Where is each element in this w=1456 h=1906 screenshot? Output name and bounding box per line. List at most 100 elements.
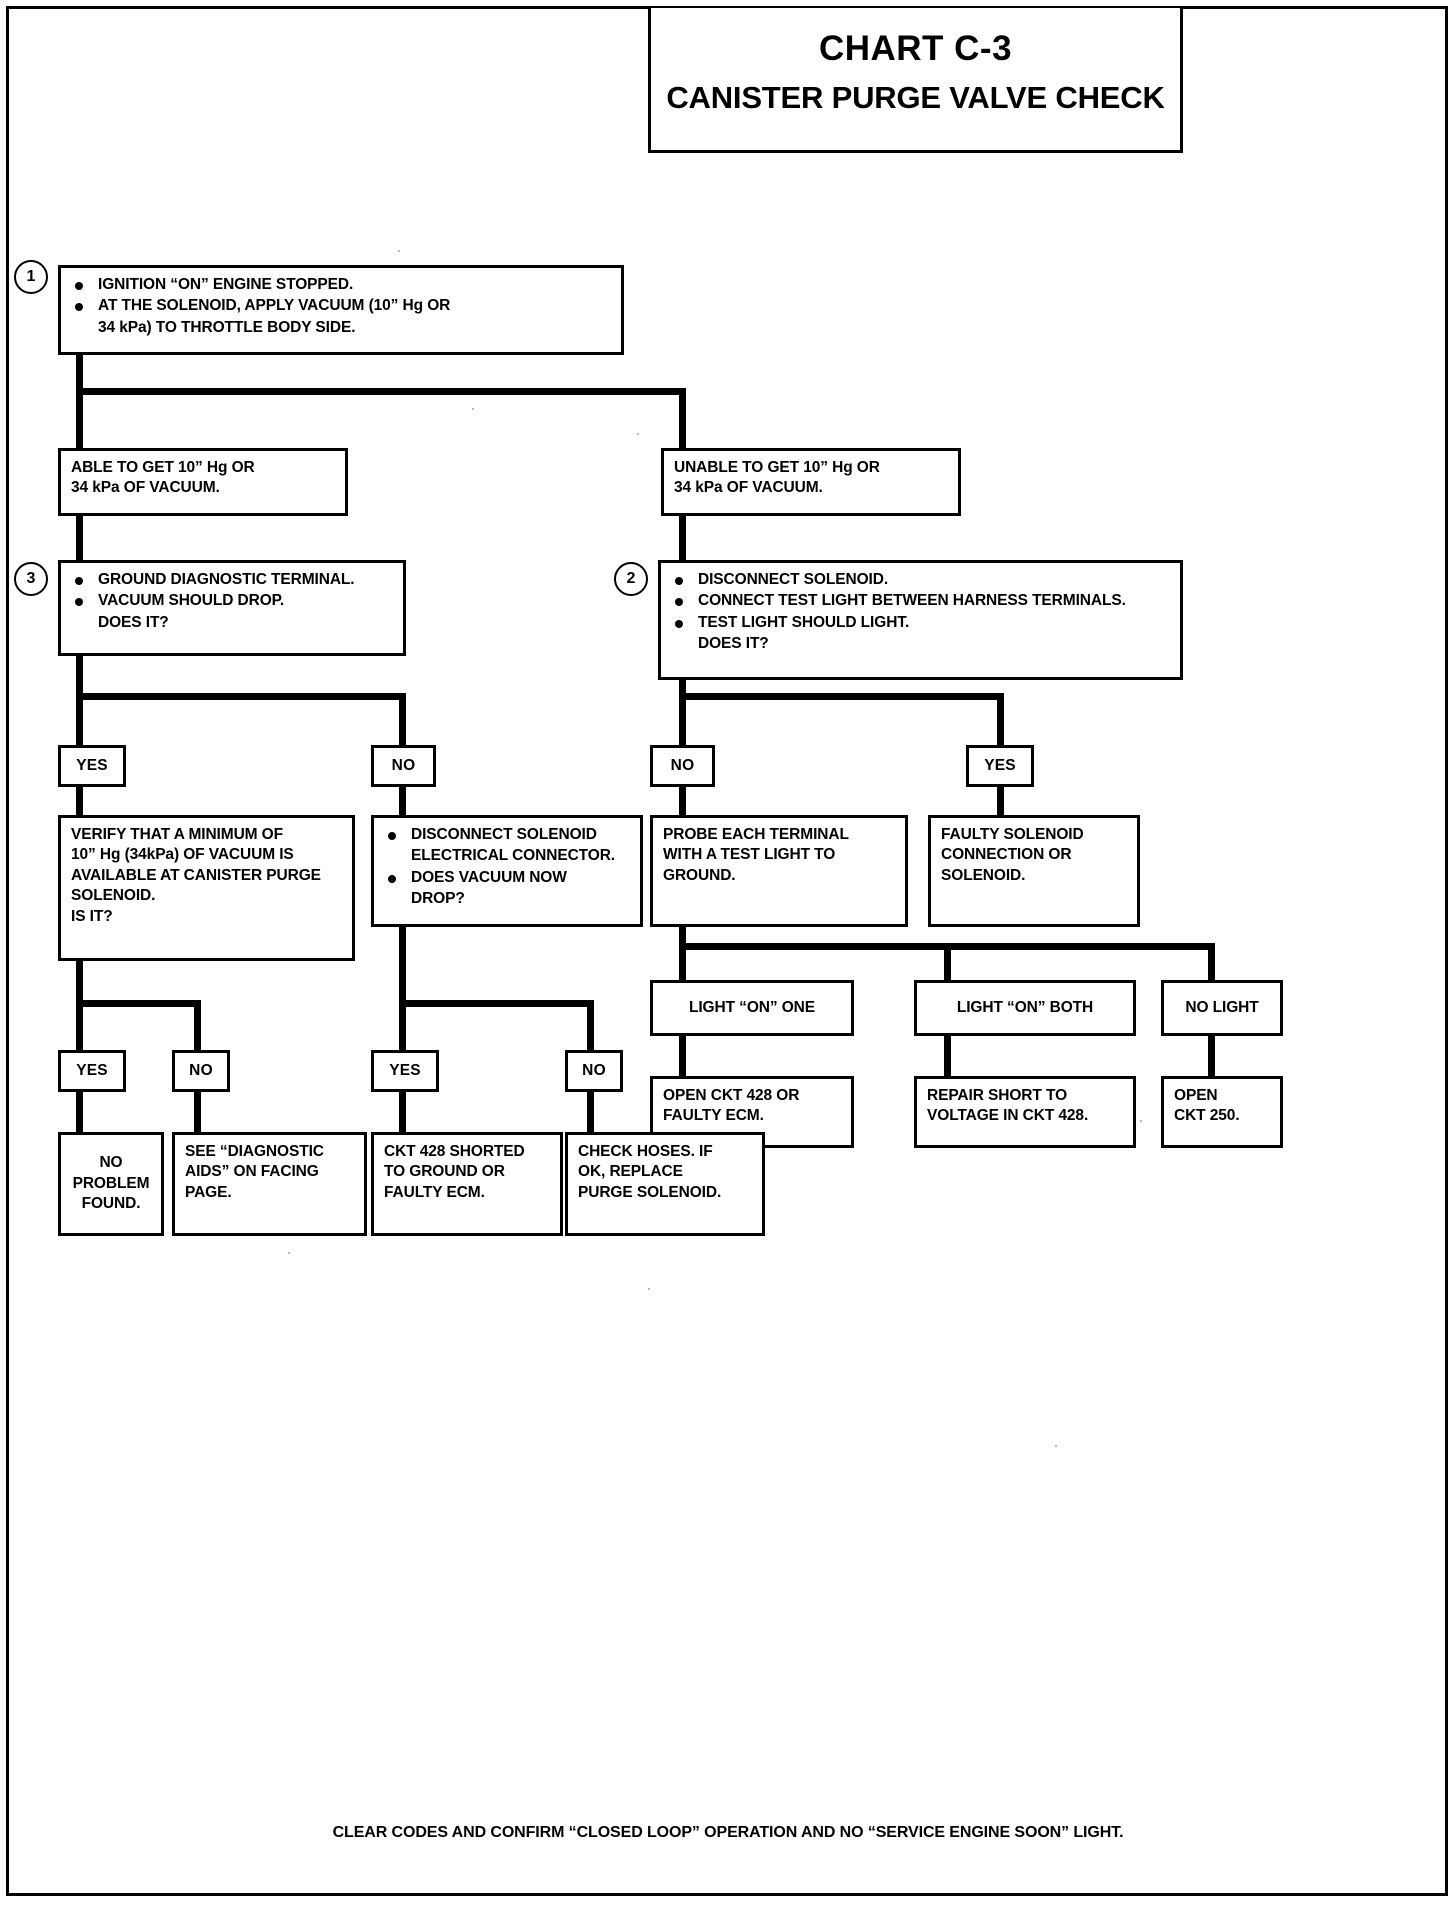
answer-no-disconnect: NO <box>565 1050 623 1092</box>
node-line: LIGHT “ON” BOTH <box>956 998 1094 1016</box>
node-line: FOUND. <box>81 1195 141 1213</box>
node-light-on-one: LIGHT “ON” ONE <box>650 980 854 1036</box>
node-line: OPEN CKT 428 OR <box>663 1087 800 1104</box>
bullet-item: IGNITION “ON” ENGINE STOPPED. <box>71 275 613 295</box>
node-line: PROBE EACH TERMINAL <box>663 826 849 843</box>
connector-disconnect-no <box>587 1000 594 1050</box>
connector-disconnect-yes <box>399 1000 406 1050</box>
connector-step2-yes <box>997 693 1004 745</box>
node-line: FAULTY ECM. <box>663 1107 764 1125</box>
node-open-ckt-250: OPEN CKT 250. <box>1161 1076 1283 1148</box>
node-line: AVAILABLE AT CANISTER PURGE <box>71 866 321 884</box>
connector-verify-down <box>76 960 83 1005</box>
node-line: SEE “DIAGNOSTIC <box>185 1143 324 1160</box>
connector-lightboth-to-repair <box>944 1036 951 1076</box>
node-bullet-list: IGNITION “ON” ENGINE STOPPED. AT THE SOL… <box>71 275 613 338</box>
node-line: CKT 428 SHORTED <box>384 1143 525 1160</box>
connector-probe-no-light <box>1208 943 1215 983</box>
footer-note: CLEAR CODES AND CONFIRM “CLOSED LOOP” OP… <box>332 1824 1124 1841</box>
scan-speck <box>1055 1445 1057 1447</box>
bullet-continuation: ELECTRICAL CONNECTOR. <box>411 847 616 865</box>
node-line: FAULTY SOLENOID <box>941 826 1084 843</box>
connector-to-able <box>76 388 83 448</box>
node-disconnect-solenoid-electrical-connector: DISCONNECT SOLENOID ELECTRICAL CONNECTOR… <box>371 815 643 927</box>
answer-no-verify: NO <box>172 1050 230 1092</box>
connector-step2-split <box>679 693 1004 700</box>
bullet-item: DISCONNECT SOLENOID <box>384 825 632 845</box>
bullet-item: DISCONNECT SOLENOID. <box>671 570 1172 590</box>
connector-verify-split <box>76 1000 201 1007</box>
scan-speck <box>637 433 639 435</box>
connector-yes-to-noproblem <box>76 1092 83 1132</box>
bullet-item: CONNECT TEST LIGHT BETWEEN HARNESS TERMI… <box>671 591 1172 611</box>
answer-yes-disconnect: YES <box>371 1050 439 1092</box>
connector-disconnect-split <box>399 1000 594 1007</box>
step-number-3: 3 <box>14 562 48 596</box>
connector-to-unable <box>679 388 686 448</box>
node-line: CHECK HOSES. IF <box>578 1143 713 1160</box>
chart-number: CHART C-3 <box>818 29 1013 68</box>
connector-yes-to-ckt428short <box>399 1092 406 1132</box>
node-line: AIDS” ON FACING <box>185 1163 319 1181</box>
node-line: OPEN <box>1174 1087 1218 1104</box>
node-probe-each-terminal: PROBE EACH TERMINAL WITH A TEST LIGHT TO… <box>650 815 908 927</box>
connector-nolight-to-open250 <box>1208 1036 1215 1076</box>
connector-step1-split <box>76 388 686 395</box>
connector-probe-light-one <box>679 943 686 983</box>
connector-step3-yes <box>76 693 83 745</box>
node-line: PURGE SOLENOID. <box>578 1183 722 1201</box>
scan-speck <box>472 408 474 410</box>
node-line: WITH A TEST LIGHT TO <box>663 846 836 864</box>
connector-unable-to-step2 <box>679 515 686 560</box>
node-check-hoses-replace-purge-solenoid: CHECK HOSES. IF OK, REPLACE PURGE SOLENO… <box>565 1132 765 1236</box>
connector-verify-yes <box>76 1000 83 1050</box>
node-bullet-list: DISCONNECT SOLENOID ELECTRICAL CONNECTOR… <box>384 825 632 910</box>
node-line: UNABLE TO GET 10” Hg OR <box>674 459 880 476</box>
bullet-continuation: DOES IT? <box>698 635 769 653</box>
connector-lightone-to-open428 <box>679 1036 686 1076</box>
answer-no-step3: NO <box>371 745 436 787</box>
connector-step2-no <box>679 693 686 745</box>
node-line: VERIFY THAT A MINIMUM OF <box>71 826 284 843</box>
node-line: REPAIR SHORT TO <box>927 1087 1068 1104</box>
answer-yes-step2: YES <box>966 745 1034 787</box>
node-no-light: NO LIGHT <box>1161 980 1283 1036</box>
connector-yes-to-faulty <box>997 785 1004 815</box>
scan-speck <box>648 1288 650 1290</box>
bullet-continuation: 34 kPa) TO THROTTLE BODY SIDE. <box>98 318 356 336</box>
node-bullet-list: GROUND DIAGNOSTIC TERMINAL. VACUUM SHOUL… <box>71 570 395 633</box>
node-line: SOLENOID. <box>71 887 156 905</box>
bullet-continuation: DROP? <box>411 890 465 908</box>
node-faulty-solenoid-connection: FAULTY SOLENOID CONNECTION OR SOLENOID. <box>928 815 1140 927</box>
connector-step3-split <box>76 693 406 700</box>
connector-no-to-probe <box>679 785 686 815</box>
connector-disconnect-down <box>399 925 406 1020</box>
connector-step3-down <box>76 655 83 700</box>
chart-title: CANISTER PURGE VALVE CHECK <box>666 79 1165 115</box>
node-line: 34 kPa OF VACUUM. <box>71 479 220 497</box>
node-line: IS IT? <box>71 907 113 925</box>
page-border <box>6 6 1448 1896</box>
scan-speck <box>288 1252 290 1254</box>
node-line: CKT 250. <box>1174 1107 1240 1125</box>
node-verify-minimum-vacuum: VERIFY THAT A MINIMUM OF 10” Hg (34kPa) … <box>58 815 355 961</box>
node-line: NO <box>99 1154 123 1172</box>
answer-yes-verify: YES <box>58 1050 126 1092</box>
node-line: VOLTAGE IN CKT 428. <box>927 1107 1089 1125</box>
connector-no-to-disconnect <box>399 785 406 815</box>
connector-step3-no <box>399 693 406 745</box>
node-unable-to-get-vacuum: UNABLE TO GET 10” Hg OR 34 kPa OF VACUUM… <box>661 448 961 516</box>
connector-able-to-step3 <box>76 515 83 560</box>
node-able-to-get-vacuum: ABLE TO GET 10” Hg OR 34 kPa OF VACUUM. <box>58 448 348 516</box>
node-line: TO GROUND OR <box>384 1163 505 1181</box>
node-see-diagnostic-aids: SEE “DIAGNOSTIC AIDS” ON FACING PAGE. <box>172 1132 367 1236</box>
node-light-on-both: LIGHT “ON” BOTH <box>914 980 1136 1036</box>
answer-yes-step3: YES <box>58 745 126 787</box>
node-ckt-428-shorted-to-ground: CKT 428 SHORTED TO GROUND OR FAULTY ECM. <box>371 1132 563 1236</box>
bullet-continuation: DOES IT? <box>98 613 169 631</box>
scan-speck <box>398 250 400 252</box>
node-line: PAGE. <box>185 1183 232 1201</box>
connector-yes-to-verify <box>76 785 83 815</box>
node-ignition-on-apply-vacuum: IGNITION “ON” ENGINE STOPPED. AT THE SOL… <box>58 265 624 355</box>
